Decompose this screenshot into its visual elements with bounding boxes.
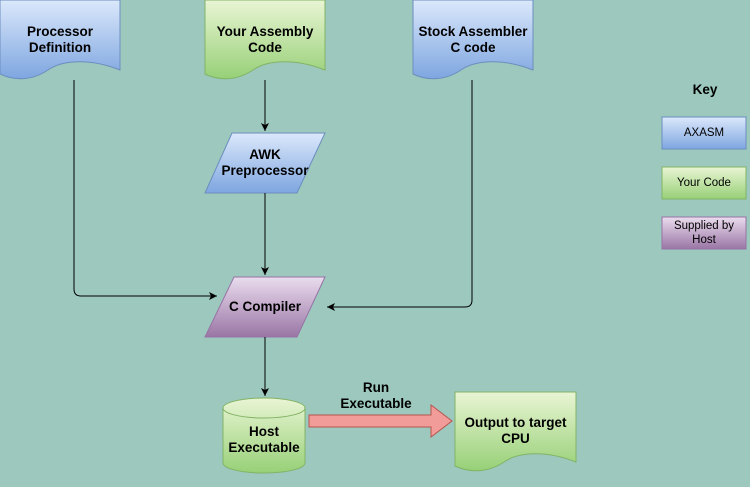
c-compiler-shape — [204, 276, 326, 338]
edge-stock-to-compiler — [327, 80, 473, 311]
key-your-code-swatch — [661, 166, 747, 200]
key-axasm-label: AXASM — [683, 127, 725, 139]
key-title: Key — [692, 82, 718, 97]
output-target-doc — [454, 391, 577, 472]
run-executable-arrow — [308, 403, 453, 439]
key-your-code-label: Your Code — [677, 177, 731, 189]
key-axasm-swatch — [661, 116, 747, 150]
awk-preprocessor-shape — [204, 132, 326, 194]
your-assembly-code-doc — [204, 0, 326, 80]
processor-definition-doc — [0, 0, 121, 80]
edge-processor-to-compiler — [73, 80, 217, 300]
host-executable-cylinder — [222, 397, 306, 474]
key-supplied-by-host-swatch — [661, 216, 747, 250]
key-supplied-by-host-label: Supplied by Host — [673, 220, 735, 246]
stock-assembler-doc — [412, 0, 534, 80]
